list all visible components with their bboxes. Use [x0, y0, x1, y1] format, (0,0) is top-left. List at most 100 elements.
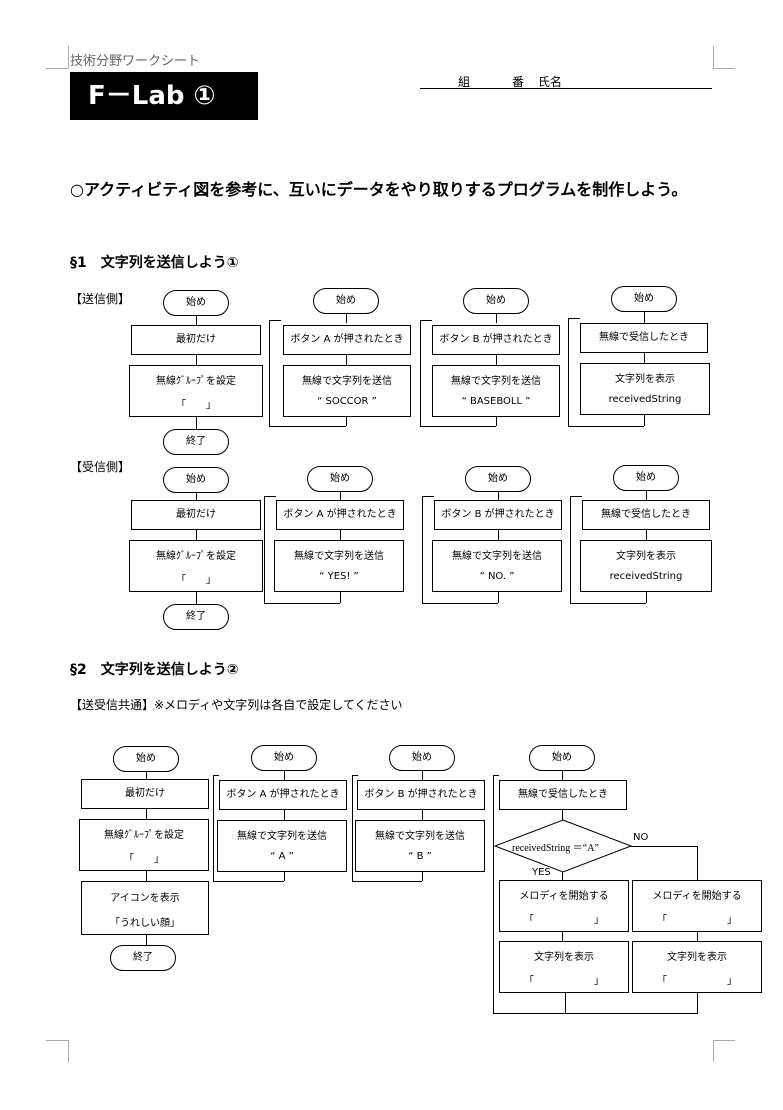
r1-sendA: 無線で文字列を送信 “ YES! ”	[274, 540, 404, 592]
connector	[146, 871, 147, 881]
r1-show-text: 文字列を表示	[616, 551, 676, 562]
s1-sendA-text: 無線で文字列を送信	[302, 376, 392, 387]
connector	[562, 810, 563, 820]
loop-line	[352, 881, 422, 882]
connector	[284, 771, 285, 780]
yes-label: YES	[532, 867, 551, 878]
s1-start-a: 始め	[313, 288, 379, 314]
r1-recv: 無線で受信したとき	[582, 500, 710, 530]
s1-first: 最初だけ	[131, 325, 261, 355]
s2-show-yes-val: 「 」	[524, 976, 604, 987]
loop-line	[493, 775, 494, 1013]
s2-melody-yes-text: メロディを開始する	[519, 891, 609, 902]
corner-mark-bl-v	[68, 1040, 69, 1062]
connector	[346, 417, 347, 426]
connector	[146, 809, 147, 819]
s2-start-r: 始め	[529, 745, 595, 771]
corner-mark-tl-v	[68, 46, 69, 68]
s1-btnB-text: ボタン B が押されたとき	[439, 334, 553, 345]
r1-end: 終了	[163, 604, 229, 630]
connector	[498, 530, 499, 540]
s2-btnB-text: ボタン B が押されたとき	[364, 789, 478, 800]
loop-line	[568, 318, 569, 426]
corner-mark-tr	[713, 68, 735, 69]
s2-show-yes: 文字列を表示 「 」	[499, 941, 629, 993]
s2-end: 終了	[110, 945, 176, 971]
connector	[340, 492, 341, 500]
s2-icon: アイコンを表示 「うれしい顔」	[81, 881, 209, 935]
connector	[196, 355, 197, 365]
connector	[496, 355, 497, 365]
loop-line	[352, 775, 358, 776]
s2-start-a: 始め	[251, 745, 317, 771]
connector	[562, 932, 563, 941]
r1-recv-text: 無線で受信したとき	[601, 509, 691, 520]
loop-line	[269, 320, 270, 426]
s2-start: 始め	[113, 746, 179, 772]
connector	[146, 935, 147, 945]
s2-sendB-text: 無線で文字列を送信	[375, 831, 465, 842]
corner-mark-br	[713, 1040, 735, 1041]
no-branch-line	[631, 846, 698, 847]
r1-start-r: 始め	[613, 465, 679, 491]
loop-line	[213, 775, 214, 881]
s2-show-no: 文字列を表示 「 」	[632, 941, 762, 993]
connector	[644, 353, 645, 363]
s2-sendA: 無線で文字列を送信 “ A ”	[217, 820, 347, 872]
r1-first-text: 最初だけ	[176, 509, 216, 520]
s2-icon-text: アイコンを表示	[110, 893, 180, 904]
s1-show-val: receivedString	[608, 394, 682, 405]
class-label: 組	[458, 75, 471, 89]
s2-group: 無線ｸﾞﾙｰﾌﾟを設定 「 」	[79, 819, 209, 871]
s1-sendB-text: 無線で文字列を送信	[451, 376, 541, 387]
corner-mark-bl	[46, 1040, 68, 1041]
connector	[422, 810, 423, 820]
corner-mark-tr-v	[713, 46, 714, 68]
section1-heading: §1 文字列を送信しよう①	[70, 255, 239, 271]
corner-mark-br-v	[713, 1040, 714, 1062]
s1-sendB: 無線で文字列を送信 “ BASEBOLL ”	[432, 365, 560, 417]
connector	[644, 312, 645, 323]
r1-group: 無線ｸﾞﾙｰﾌﾟを設定 「 」	[129, 540, 263, 592]
connector	[196, 493, 197, 500]
connector	[346, 314, 347, 323]
connector	[496, 314, 497, 323]
s2-btnA-text: ボタン A が押されたとき	[226, 789, 340, 800]
connector	[422, 771, 423, 780]
s1-start-r: 始め	[611, 286, 677, 312]
connector	[340, 530, 341, 540]
connector	[146, 772, 147, 779]
s1-start-b: 始め	[463, 288, 529, 314]
page-title: ○アクティビティ図を参考に、互いにデータをやり取りするプログラムを制作しよう。	[70, 180, 688, 199]
s1-group-val: 「 」	[176, 400, 216, 411]
connector	[646, 592, 647, 603]
r1-show: 文字列を表示 receivedString	[580, 540, 712, 592]
r1-first: 最初だけ	[131, 500, 261, 530]
logo-text: F－Lab ①	[88, 81, 216, 111]
r1-start-b: 始め	[465, 466, 531, 492]
loop-line	[264, 496, 276, 497]
connector	[697, 993, 698, 1013]
connector	[196, 530, 197, 540]
s2-sendA-text: 無線で文字列を送信	[237, 831, 327, 842]
connector	[196, 316, 197, 325]
s2-first: 最初だけ	[81, 779, 209, 809]
r1-group-val: 「 」	[176, 575, 216, 586]
s2-icon-val: 「うれしい顔」	[110, 918, 180, 929]
s2-sendB: 無線で文字列を送信 “ B ”	[355, 820, 485, 872]
s1-btnA: ボタン A が押されたとき	[283, 325, 411, 355]
loop-line	[352, 775, 353, 881]
r1-sendA-val: “ YES! ”	[319, 571, 359, 582]
r1-sendB: 無線で文字列を送信 “ NO. ”	[432, 540, 562, 592]
s2-melody-no-val: 「 」	[657, 915, 737, 926]
s2-btnA: ボタン A が押されたとき	[219, 780, 347, 810]
s2-group-val: 「 」	[124, 854, 164, 865]
connector	[646, 491, 647, 500]
s1-show: 文字列を表示 receivedString	[580, 363, 710, 415]
s2-melody-yes: メロディを開始する 「 」	[499, 880, 629, 932]
logo: F－Lab ①	[70, 72, 258, 120]
loop-line	[213, 881, 284, 882]
common-label: 【送受信共通】※メロディや文字列は各自で設定してください	[70, 698, 403, 712]
section2-heading: §2 文字列を送信しよう②	[70, 662, 239, 678]
s1-btnA-text: ボタン A が押されたとき	[290, 334, 404, 345]
